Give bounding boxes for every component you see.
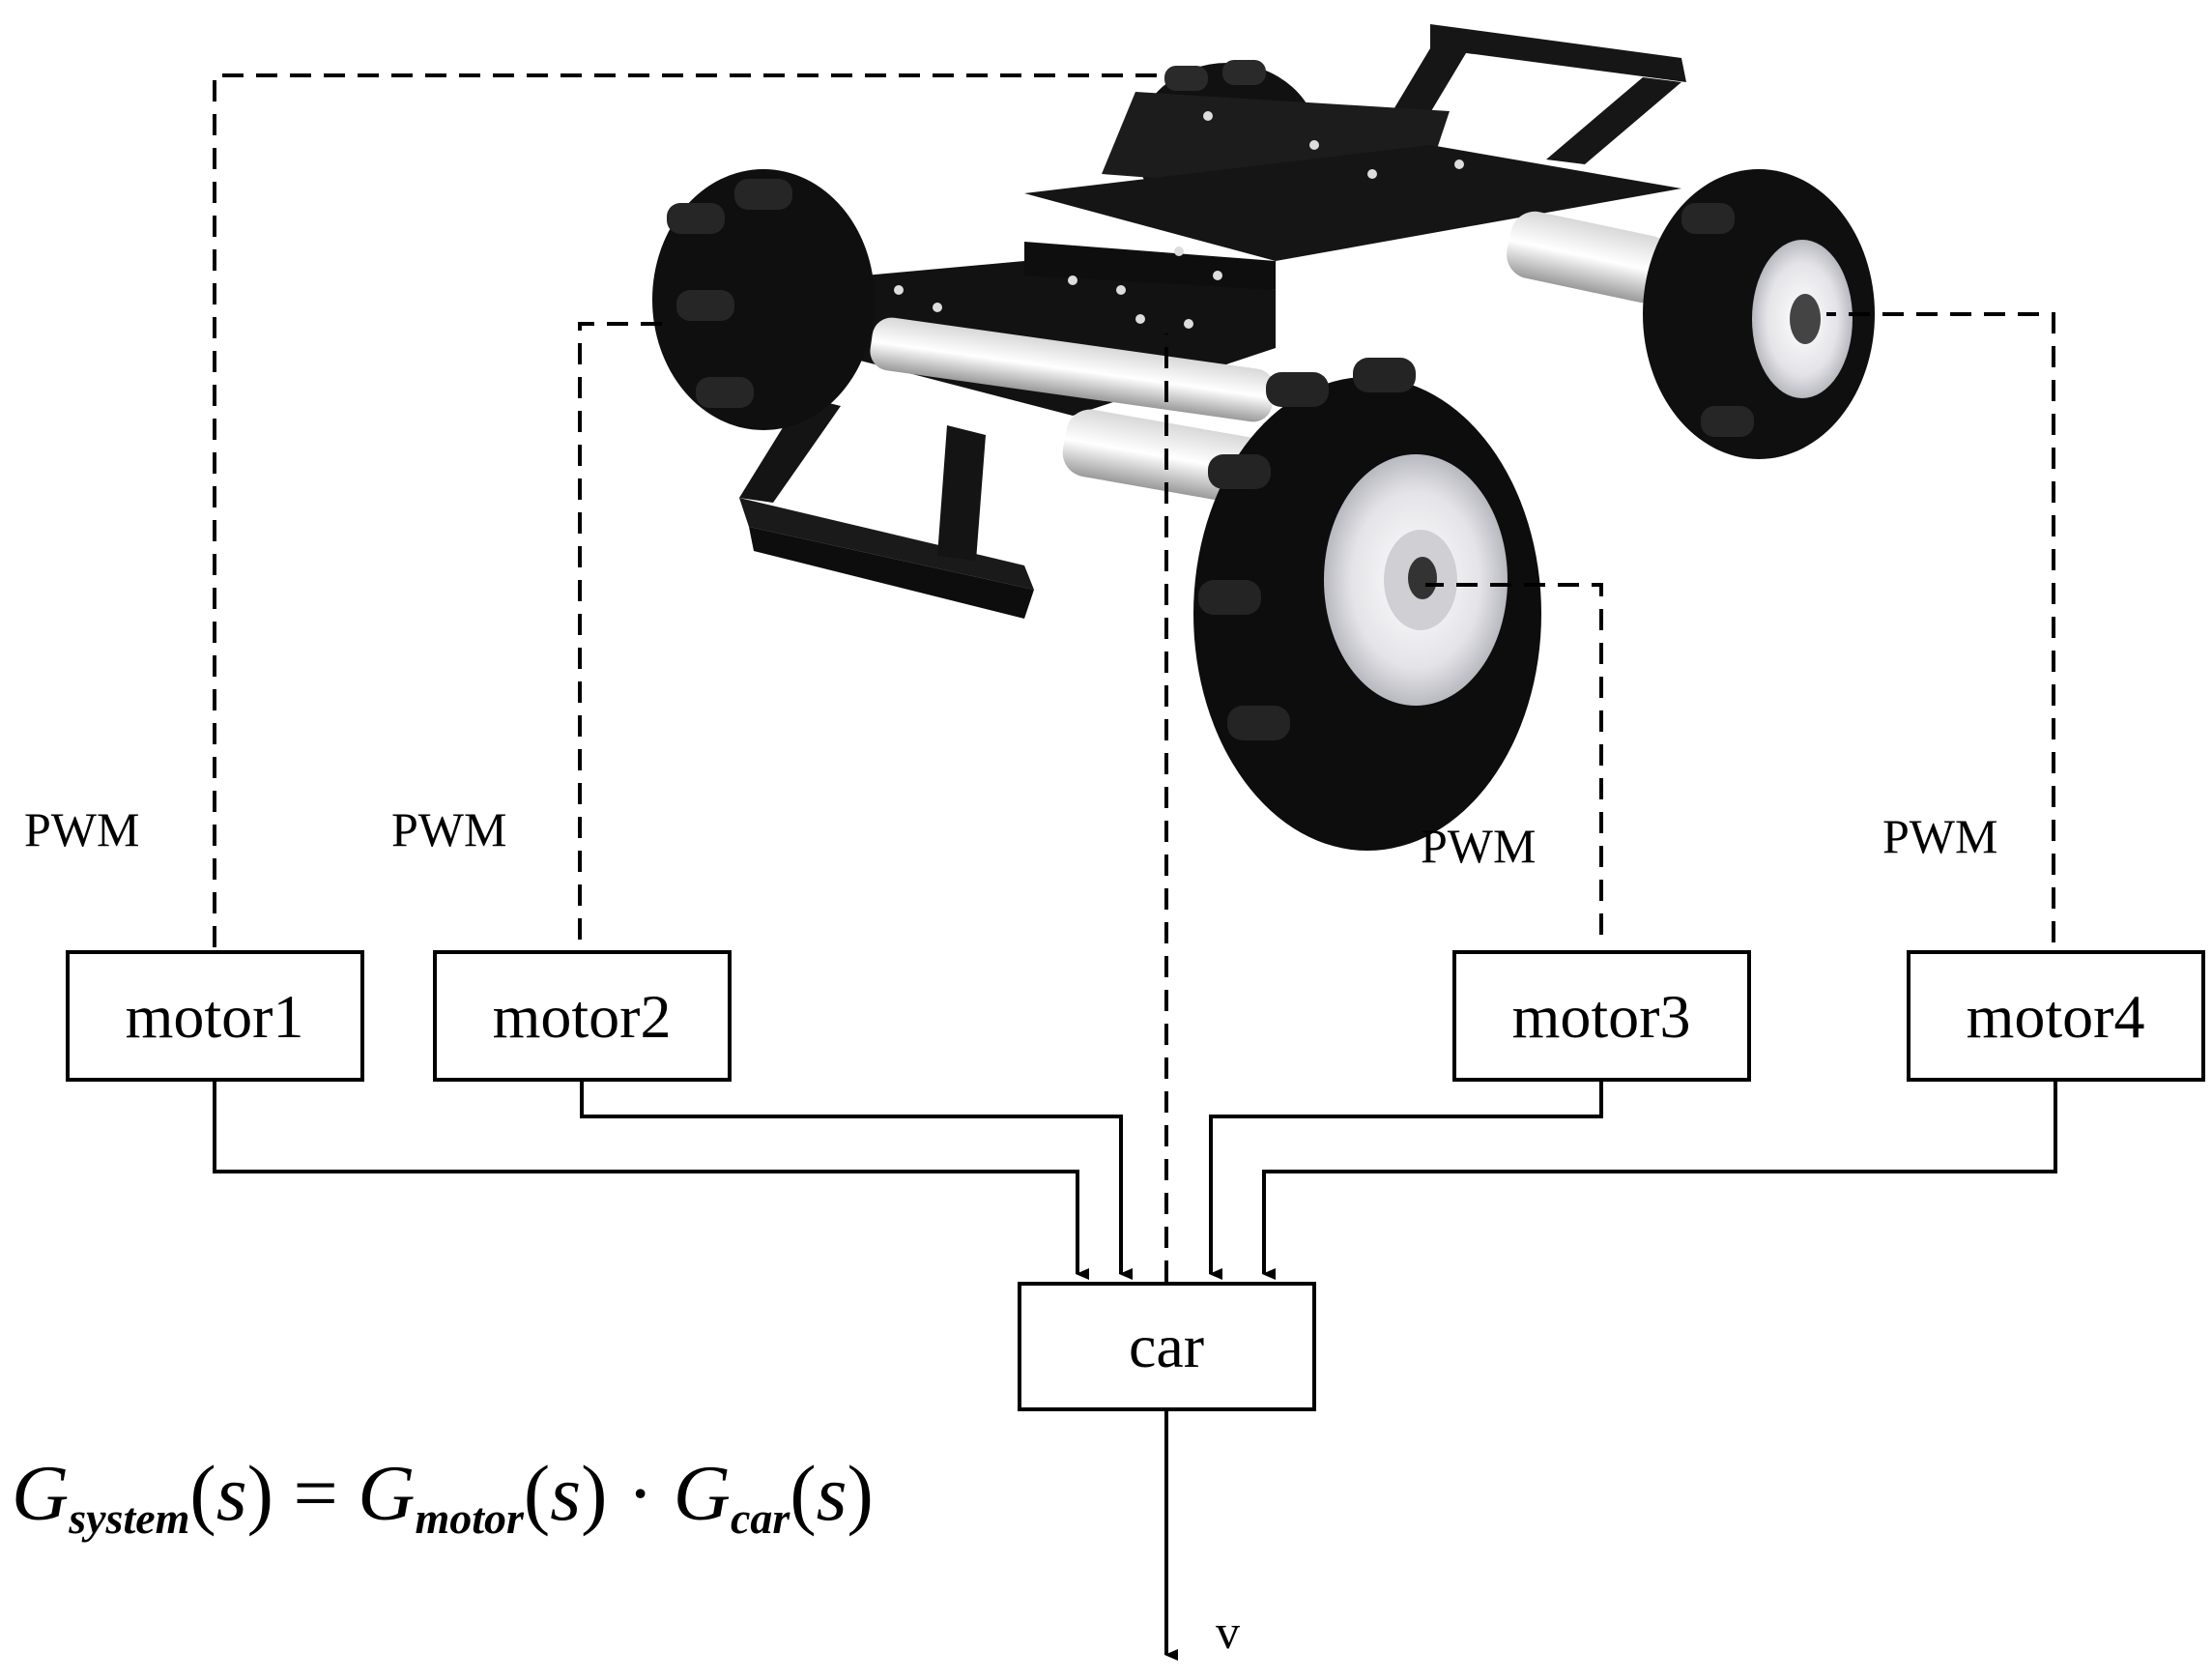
motor2-block: motor2	[433, 950, 732, 1082]
motor2-to-car-line	[580, 1080, 1133, 1280]
car-block: car	[1018, 1282, 1316, 1411]
motor1-to-car-line	[213, 1080, 1089, 1280]
motor4-block: motor4	[1907, 950, 2205, 1082]
pwm-line-4	[1826, 312, 2055, 942]
motor3-block: motor3	[1452, 950, 1751, 1082]
pwm-label-4: PWM	[1882, 809, 1997, 863]
pwm-label-3: PWM	[1421, 819, 1536, 873]
motor3-to-car-line	[1209, 1080, 1603, 1280]
rear-right-wheel-icon	[1643, 169, 1875, 459]
pwm-line-1	[213, 73, 1169, 947]
motor2-label: motor2	[493, 982, 672, 1051]
mecanum-robot-car-icon	[652, 24, 1875, 851]
motor3-label: motor3	[1512, 982, 1691, 1051]
pwm-line-2	[578, 322, 667, 940]
motor4-label: motor4	[1967, 982, 2145, 1051]
car-label: car	[1129, 1312, 1204, 1380]
front-left-wheel-icon	[652, 169, 875, 430]
front-right-wheel-icon	[1193, 358, 1541, 851]
output-label: v	[1216, 1605, 1240, 1659]
motor1-label: motor1	[126, 982, 304, 1051]
motor4-to-car-line	[1262, 1080, 2057, 1280]
transfer-function-equation: Gsystem(s) = Gmotor(s) · Gcar(s)	[12, 1449, 874, 1543]
motor1-block: motor1	[66, 950, 364, 1082]
pwm-label-1: PWM	[24, 802, 139, 856]
pwm-line-3	[1425, 583, 1603, 935]
pwm-label-2: PWM	[391, 802, 506, 856]
